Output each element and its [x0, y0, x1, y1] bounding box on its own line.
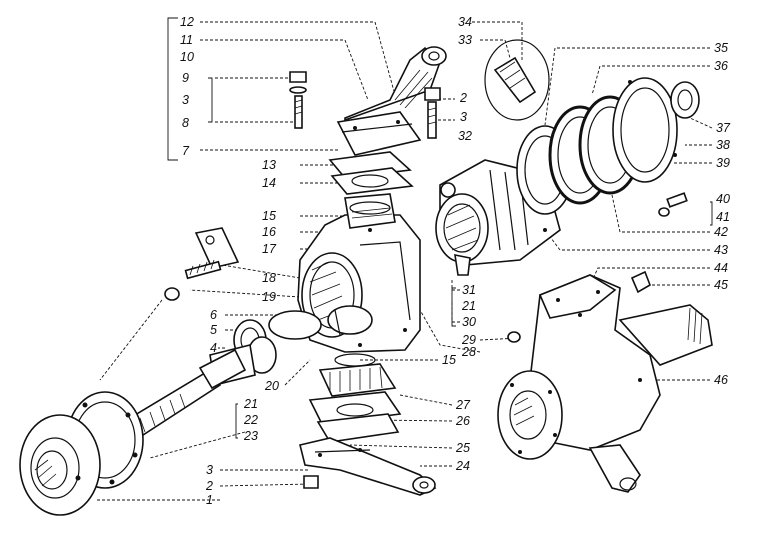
callout-15: 15 — [262, 209, 276, 223]
cover-plate — [268, 305, 373, 340]
callout-14: 14 — [262, 176, 276, 190]
callout-33: 33 — [458, 33, 472, 47]
callout-8: 8 — [182, 116, 189, 130]
callout-27: 27 — [455, 398, 471, 412]
callout-30: 30 — [462, 315, 476, 329]
steering-arm-upper — [336, 46, 447, 156]
callout-25: 25 — [455, 441, 470, 455]
callout-22: 22 — [243, 413, 258, 427]
callout-23: 23 — [243, 429, 258, 443]
bearing-lower — [308, 353, 402, 443]
callout-37: 37 — [716, 121, 731, 135]
small-fasteners — [507, 192, 688, 343]
callout-3: 3 — [182, 93, 189, 107]
callout-46: 46 — [714, 373, 728, 387]
callout-32: 32 — [458, 129, 472, 143]
callout-21: 21 — [243, 397, 258, 411]
callout-3: 3 — [206, 463, 213, 477]
callout-2: 2 — [459, 91, 467, 105]
callout-6: 6 — [210, 308, 217, 322]
bolt-upper-left — [289, 71, 307, 129]
callout-40: 40 — [716, 192, 730, 206]
bracket-group-left — [167, 17, 213, 161]
callout-43: 43 — [714, 243, 728, 257]
gaskets-upper — [328, 151, 414, 195]
callout-38: 38 — [716, 138, 730, 152]
seal-detail — [484, 39, 550, 121]
callout-35: 35 — [714, 41, 728, 55]
callout-13: 13 — [262, 158, 276, 172]
steering-arm-lower — [299, 437, 437, 496]
callout-44: 44 — [714, 261, 728, 275]
callout-42: 42 — [714, 225, 728, 239]
callout-21: 21 — [461, 299, 476, 313]
callout-29: 29 — [461, 333, 476, 347]
bolt-upper-right — [424, 87, 441, 139]
callout-4: 4 — [210, 341, 217, 355]
callout-2: 2 — [205, 479, 213, 493]
callout-1: 1 — [206, 493, 213, 507]
callout-34: 34 — [458, 15, 472, 29]
callout-36: 36 — [714, 59, 728, 73]
callout-39: 39 — [716, 156, 730, 170]
callout-45: 45 — [714, 278, 728, 292]
callout-31: 31 — [462, 283, 476, 297]
callout-17: 17 — [262, 242, 277, 256]
callout-12: 12 — [180, 15, 194, 29]
callout-28: 28 — [461, 345, 476, 359]
callout-20: 20 — [264, 379, 279, 393]
knuckle-right — [497, 274, 713, 493]
seal-rings — [516, 77, 700, 215]
callout-19: 19 — [262, 290, 276, 304]
callout-26: 26 — [455, 414, 470, 428]
callout-24: 24 — [455, 459, 470, 473]
callout-11: 11 — [180, 33, 193, 47]
callout-3: 3 — [460, 110, 467, 124]
hub-flange — [19, 391, 144, 516]
callout-18: 18 — [262, 271, 276, 285]
callout-labels: 12 11 10 9 3 8 7 2 3 32 34 33 35 36 37 3… — [180, 15, 731, 507]
callout-16: 16 — [262, 225, 276, 239]
callout-10: 10 — [180, 50, 194, 64]
callout-15: 15 — [442, 353, 456, 367]
stud-and-nut — [164, 227, 240, 301]
callout-41: 41 — [716, 210, 730, 224]
callout-9: 9 — [182, 71, 189, 85]
callout-7: 7 — [182, 144, 190, 158]
callout-5: 5 — [210, 323, 217, 337]
